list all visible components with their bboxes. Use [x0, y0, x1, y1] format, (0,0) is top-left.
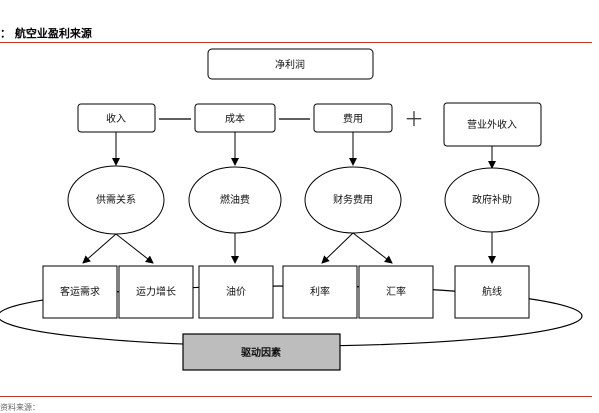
fuel-cost-label: 燃油费 [220, 193, 250, 206]
arrow-to-interest [321, 232, 354, 264]
source-note: 资料来源： [0, 403, 40, 412]
drivers-box [182, 333, 341, 371]
arrow-to-passenger [82, 233, 117, 264]
cost-label: 成本 [225, 112, 245, 125]
net-profit-box [207, 48, 374, 80]
capacity-growth-box [118, 265, 194, 319]
revenue-label: 收入 [106, 112, 126, 125]
oil-price-box [198, 265, 274, 319]
exchange-rate-label: 汇率 [386, 285, 406, 298]
routes-box [454, 265, 530, 319]
footer-divider [0, 396, 592, 397]
routes-label: 航线 [482, 285, 502, 298]
supply-demand-label: 供需关系 [96, 193, 136, 206]
oil-price-label: 油价 [226, 285, 246, 298]
figure-title: ： 航空业盈利来源 [0, 27, 92, 40]
exchange-rate-box [358, 265, 434, 319]
arrow-to-exchange [352, 232, 393, 264]
plus-sign: ＋ [404, 107, 424, 131]
drivers-label: 驱动因素 [241, 346, 281, 359]
passenger-demand-label: 客运需求 [60, 285, 100, 298]
expense-label: 费用 [343, 112, 363, 125]
title-divider [0, 42, 592, 43]
capacity-growth-label: 运力增长 [136, 285, 176, 298]
arrow-to-capacity [115, 233, 154, 264]
passenger-demand-box [42, 265, 118, 319]
interest-rate-label: 利率 [310, 285, 330, 298]
finance-cost-label: 财务费用 [333, 193, 373, 206]
non-op-income-label: 营业外收入 [467, 118, 517, 131]
gov-subsidy-label: 政府补助 [472, 193, 512, 206]
net-profit-label: 净利润 [275, 58, 305, 71]
interest-rate-box [282, 265, 358, 319]
